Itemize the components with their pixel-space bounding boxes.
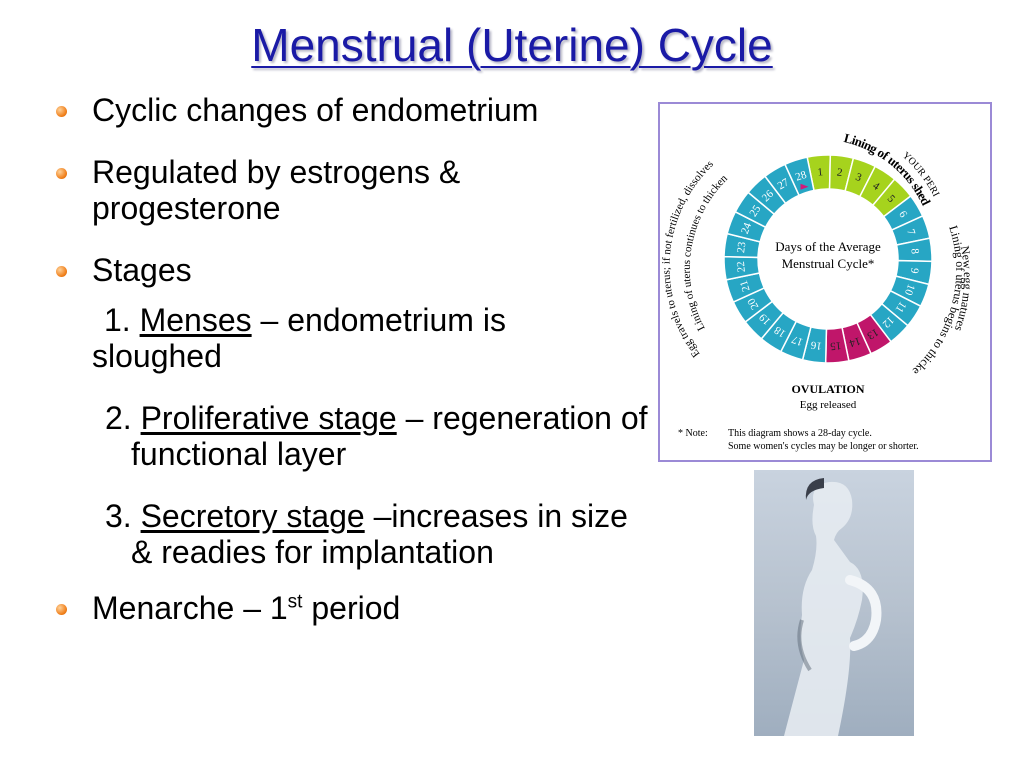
note-label: * Note: [678, 428, 708, 439]
day-number: 1 [817, 166, 824, 178]
bullet-text: Menarche – 1 [92, 590, 288, 626]
day-number: 22 [735, 261, 748, 273]
day-number: 21 [738, 279, 753, 293]
day-number: 7 [904, 228, 917, 237]
stage-desc: –increases in size & readies for implant… [131, 498, 628, 570]
note-line-1: This diagram shows a 28-day cycle. [728, 428, 872, 439]
bullet-text-tail: period [302, 590, 401, 626]
bullet-text: Cyclic changes of endometrium [92, 92, 539, 128]
bullet-text: Stages [92, 252, 192, 288]
day-number: 10 [902, 282, 917, 297]
wheel-center [759, 190, 897, 328]
bullet-item: Stages [55, 252, 655, 288]
day-number: 23 [735, 241, 748, 254]
woman-silhouette-icon [784, 478, 882, 736]
stage-item: 1. Menses – endometrium is sloughed [55, 302, 655, 374]
bullet-item: Cyclic changes of endometrium [55, 92, 655, 128]
stage-number: 1. [104, 302, 131, 338]
center-label-2: Menstrual Cycle* [782, 256, 875, 271]
stage-name: Proliferative stage [140, 400, 397, 436]
superscript: st [287, 591, 303, 613]
day-number: 24 [739, 221, 754, 236]
stage-desc-cont: sloughed [92, 338, 222, 374]
day-number: 4 [870, 180, 882, 193]
bullet-item: Menarche – 1st period [55, 590, 655, 626]
stage-number: 3. [105, 498, 132, 534]
note-line-2: Some women's cycles may be longer or sho… [728, 441, 919, 452]
stage-name: Secretory stage [140, 498, 365, 534]
stage-item: 3. Secretory stage –increases in size & … [55, 498, 655, 570]
slide-content: Cyclic changes of endometrium Regulated … [55, 92, 655, 652]
stage-item: 2. Proliferative stage – regeneration of… [55, 400, 655, 472]
ovulation-label: OVULATION [791, 382, 864, 396]
stage-number: 2. [105, 400, 132, 436]
day-number: 8 [908, 248, 920, 255]
day-number: 16 [810, 338, 823, 351]
page-title: Menstrual (Uterine) Cycle [251, 19, 773, 71]
day-number: 28 [794, 169, 809, 184]
stage-desc: – endometrium is [260, 302, 506, 338]
center-label-1: Days of the Average [775, 239, 881, 254]
bullet-icon [56, 266, 67, 277]
day-number: 6 [896, 209, 909, 220]
bullet-icon [56, 168, 67, 179]
day-number: 3 [854, 171, 864, 184]
day-number: 17 [790, 333, 805, 348]
bullet-icon [56, 106, 67, 117]
stage-desc: – regeneration of functional layer [131, 400, 648, 472]
day-number: 14 [847, 334, 862, 349]
stage-name: Menses [139, 302, 252, 338]
day-number: 2 [836, 166, 843, 179]
woman-photo [754, 470, 914, 736]
day-number: 15 [829, 339, 842, 352]
cycle-start-marker-icon [800, 183, 809, 190]
day-segment [783, 156, 815, 197]
day-number: 9 [908, 267, 921, 275]
bullet-text: Regulated by estrogens & progesterone [92, 154, 461, 226]
bullet-item: Regulated by estrogens & progesterone [55, 154, 655, 226]
bullet-icon [56, 604, 67, 615]
egg-released-label: Egg released [800, 399, 857, 411]
